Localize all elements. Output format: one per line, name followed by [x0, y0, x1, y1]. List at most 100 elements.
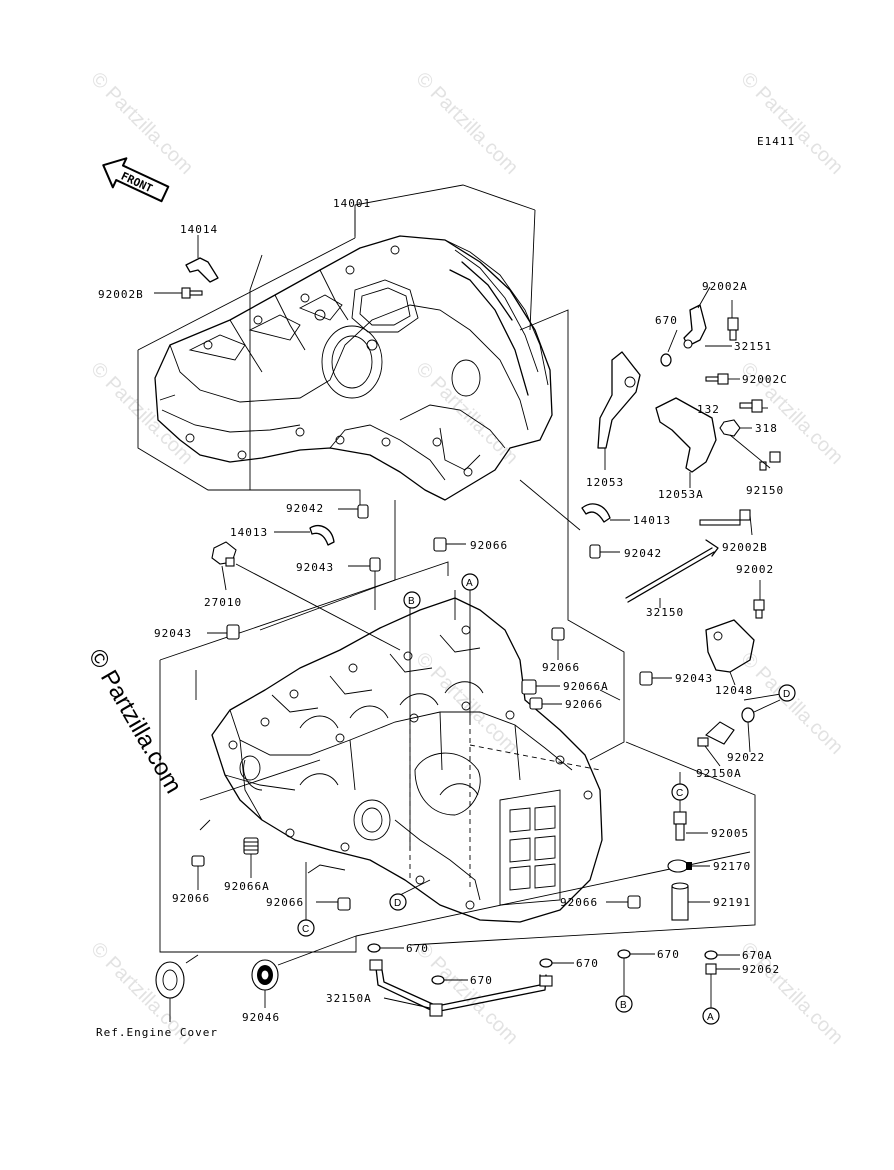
- part-label: 92002C: [742, 373, 788, 386]
- part-label: 318: [755, 422, 778, 435]
- diagram-code: E1411: [757, 135, 795, 148]
- pipe-32150A: [369, 959, 553, 1017]
- oil-seal-icon: [155, 961, 185, 999]
- part-label: 92066: [172, 892, 210, 905]
- bearing-icon: [251, 959, 279, 991]
- part-label: 92066: [565, 698, 603, 711]
- part-label: 670: [470, 974, 493, 987]
- washer-icon: [704, 950, 718, 960]
- part-label: 92042: [286, 502, 324, 515]
- washer-icon: [617, 949, 631, 959]
- callout-D: D: [778, 684, 796, 702]
- callouts: A B D C D C B A: [297, 573, 796, 1025]
- nut-icon: [719, 419, 741, 437]
- washer-icon: [431, 975, 445, 985]
- part-label: 92066: [560, 896, 598, 909]
- lower-crankcase: [211, 597, 603, 923]
- part-label: 132: [697, 403, 720, 416]
- rod-32150: [625, 547, 715, 603]
- part-label: 92066A: [224, 880, 270, 893]
- watermark: © Partzilla.com: [411, 358, 522, 469]
- part-label: 670: [657, 948, 680, 961]
- part-label: 670: [576, 957, 599, 970]
- bolt-icon: [727, 317, 739, 341]
- ref-note: Ref.Engine Cover: [96, 1026, 218, 1039]
- grouping-lines: [137, 184, 756, 953]
- guide-12053A: [655, 397, 717, 473]
- callout-B: B: [615, 995, 633, 1013]
- part-label: 32151: [734, 340, 772, 353]
- dowel-icon: [589, 544, 601, 559]
- part-label: 92062: [742, 963, 780, 976]
- part-label: 92043: [675, 672, 713, 685]
- part-label: 32150: [646, 606, 684, 619]
- svg-text:D: D: [394, 898, 401, 909]
- part-label: 12053: [586, 476, 624, 489]
- guide-14013: [581, 503, 611, 523]
- watermark: © Partzilla.com: [411, 68, 522, 179]
- part-label: 670A: [742, 949, 773, 962]
- bracket-12048: [705, 619, 755, 673]
- plug-icon: [337, 897, 351, 911]
- fitting-92150A: [697, 721, 735, 747]
- part-label: 92022: [727, 751, 765, 764]
- bolt-icon: [759, 451, 781, 471]
- part-label: 27010: [204, 596, 242, 609]
- bolt-icon: [739, 399, 763, 413]
- part-label: 92002A: [702, 280, 748, 293]
- watermark: © Partzilla.com: [86, 358, 197, 469]
- bolt-icon: [753, 599, 765, 619]
- part-label: 12048: [715, 684, 753, 697]
- hose-92191: [671, 882, 689, 921]
- bolt-icon: [181, 287, 203, 299]
- dowel-icon: [226, 624, 240, 640]
- part-label: 92150A: [696, 767, 742, 780]
- washer-icon: [660, 353, 672, 367]
- part-label: 92150: [746, 484, 784, 497]
- watermark: © Partzilla.com: [736, 68, 847, 179]
- callout-D: D: [389, 893, 407, 911]
- upper-crankcase: [154, 235, 553, 501]
- washer-icon: [539, 958, 553, 968]
- guide-12053: [597, 351, 641, 449]
- leader-lines: [154, 210, 788, 1022]
- callout-A: A: [461, 573, 479, 591]
- part-label: 92043: [296, 561, 334, 574]
- part-label: 92046: [242, 1011, 280, 1024]
- part-label: 92002B: [722, 541, 768, 554]
- washer-icon: [741, 707, 755, 723]
- svg-text:A: A: [707, 1012, 714, 1023]
- part-label: 92066A: [563, 680, 609, 693]
- plug-icon: [243, 837, 259, 855]
- part-label: 92066: [470, 539, 508, 552]
- callout-B: B: [403, 591, 421, 609]
- clamp-92170: [667, 859, 692, 873]
- part-label: 92005: [711, 827, 749, 840]
- part-label: 92066: [542, 661, 580, 674]
- fitting-92005: [673, 811, 687, 841]
- svg-text:B: B: [620, 1000, 627, 1011]
- svg-text:A: A: [466, 578, 473, 589]
- svg-text:C: C: [302, 924, 309, 935]
- dowel-icon: [369, 557, 381, 572]
- callout-C: C: [297, 919, 315, 937]
- front-arrow-icon: FRONT: [102, 157, 170, 203]
- plug-icon: [191, 855, 205, 867]
- plug-icon: [551, 627, 565, 641]
- bolt-icon: [705, 373, 729, 385]
- part-label: 670: [655, 314, 678, 327]
- svg-text:C: C: [676, 788, 683, 799]
- dowel-icon: [357, 504, 369, 519]
- part-label: 92191: [713, 896, 751, 909]
- small-parts: [155, 257, 781, 1017]
- plug-icon: [521, 679, 537, 695]
- plug-icon: [433, 537, 447, 552]
- bracket-14014: [185, 257, 219, 283]
- sensor-27010: [211, 541, 401, 651]
- svg-text:D: D: [783, 689, 790, 700]
- watermark: © Partzilla.com: [736, 648, 847, 759]
- part-label: 92066: [266, 896, 304, 909]
- svg-text:B: B: [408, 596, 415, 607]
- part-label: 32150A: [326, 992, 372, 1005]
